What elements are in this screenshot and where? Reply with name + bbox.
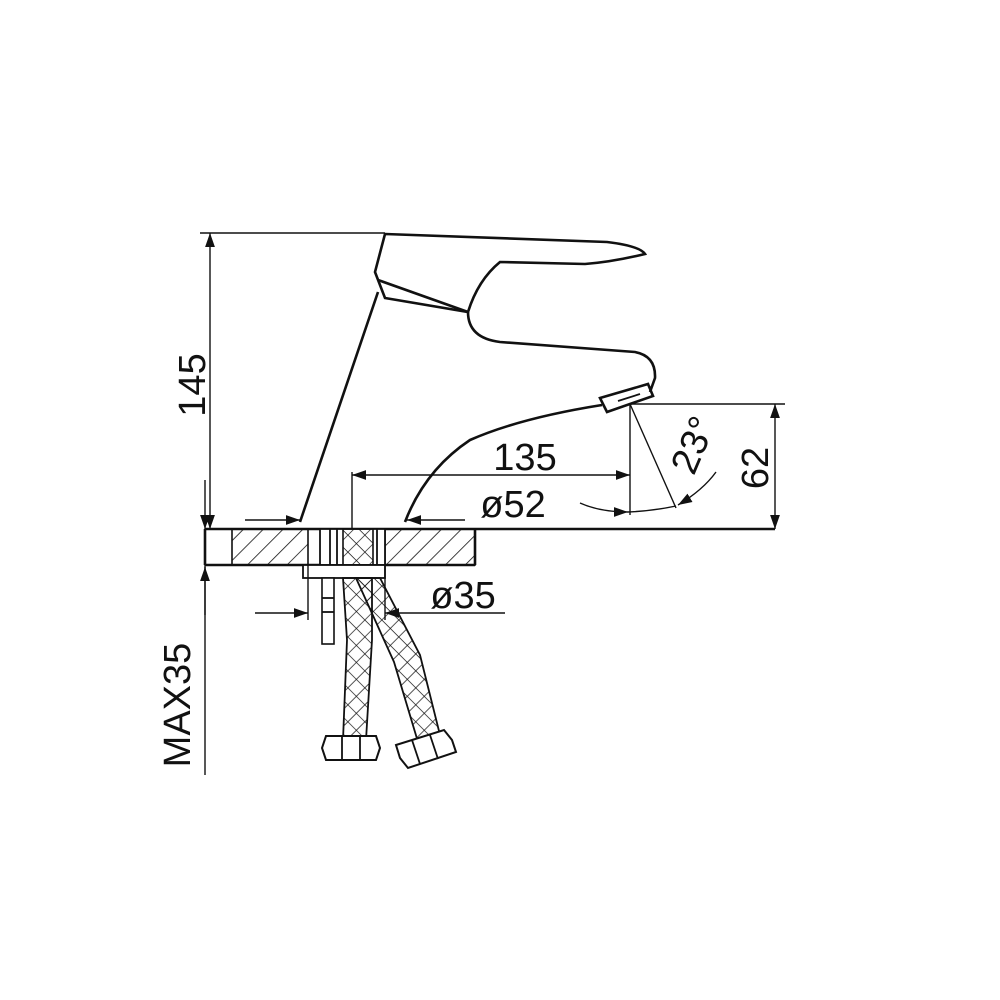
dim-max35-label: MAX35 <box>157 643 199 768</box>
dim-62-label: 62 <box>735 447 777 489</box>
dim-135: 135 <box>351 404 631 529</box>
dim-135-label: 135 <box>493 437 556 479</box>
dim-62: 62 <box>630 403 785 529</box>
lever-base-edge <box>377 278 469 314</box>
dim-max35: MAX35 <box>157 480 210 775</box>
supply-hoses <box>320 577 458 770</box>
dim-23deg: 23° <box>579 403 725 517</box>
threaded-rod <box>321 577 335 645</box>
column-left-edge <box>298 291 380 523</box>
mounting-hardware <box>302 564 386 645</box>
dim-d35-label: ø35 <box>430 575 495 617</box>
countertop-section-left <box>231 528 309 566</box>
dim-d35: ø35 <box>255 565 505 620</box>
countertop-section-right <box>384 528 476 566</box>
aerator <box>598 382 655 414</box>
dim-145-label: 145 <box>172 353 214 416</box>
hose-nut-right <box>394 728 458 770</box>
dim-d52-label: ø52 <box>480 484 545 526</box>
mounting-plate <box>302 564 386 579</box>
hose-nut-left <box>320 735 382 761</box>
faucet-body <box>298 232 657 523</box>
lever-handle <box>373 232 648 314</box>
spout-bottom-edge <box>403 403 603 523</box>
countertop <box>203 527 775 567</box>
spout-top-edge <box>466 311 657 393</box>
dim-d52: ø52 <box>245 484 546 526</box>
dim-23deg-label: 23° <box>663 411 724 480</box>
dim-145: 145 <box>172 232 385 529</box>
